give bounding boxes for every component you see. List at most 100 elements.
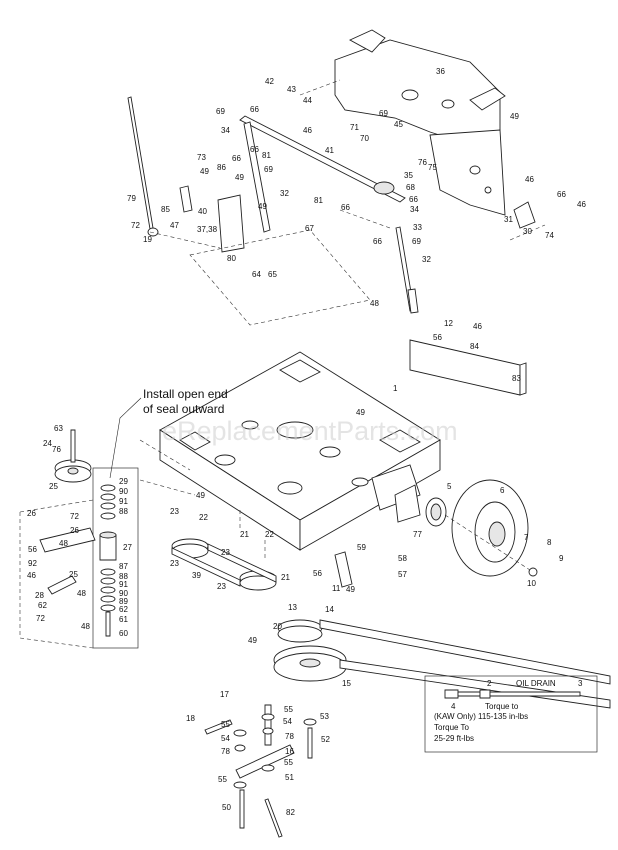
part-callout-c39: 39 <box>192 571 201 580</box>
part-callout-c40: 40 <box>198 207 207 216</box>
part-callout-c64: 64 <box>252 270 261 279</box>
part-callout-c67: 67 <box>305 224 314 233</box>
part-callout-c33: 33 <box>413 223 422 232</box>
part-callout-c23b: 23 <box>170 559 179 568</box>
part-callout-c91a: 91 <box>119 497 128 506</box>
part-callout-c72c: 72 <box>36 614 45 623</box>
part-callout-c69d: 69 <box>412 237 421 246</box>
part-callout-c56a: 56 <box>433 333 442 342</box>
part-callout-c46e: 46 <box>27 571 36 580</box>
part-callout-c80: 80 <box>227 254 236 263</box>
part-callout-c49f: 49 <box>196 491 205 500</box>
part-callout-c55d: 55 <box>218 775 227 784</box>
part-callout-c28: 28 <box>35 591 44 600</box>
part-callout-c48d: 48 <box>81 622 90 631</box>
part-callout-c76b: 76 <box>52 445 61 454</box>
part-callout-c8: 8 <box>547 538 552 547</box>
oil-drain-torque-left-2: 25-29 ft-lbs <box>434 734 474 743</box>
part-callout-c72b: 72 <box>70 512 79 521</box>
part-callout-c78a: 78 <box>285 732 294 741</box>
part-callout-c69c: 69 <box>264 165 273 174</box>
part-callout-c10: 10 <box>527 579 536 588</box>
part-callout-c15: 15 <box>342 679 351 688</box>
part-callout-c9: 9 <box>559 554 564 563</box>
part-callout-c12: 12 <box>444 319 453 328</box>
part-callout-c90a: 90 <box>119 487 128 496</box>
part-callout-c20: 20 <box>273 622 282 631</box>
part-callout-c46d: 46 <box>473 322 482 331</box>
part-callout-c21b: 21 <box>281 573 290 582</box>
part-callout-c56b: 56 <box>28 545 37 554</box>
part-callout-c77: 77 <box>413 530 422 539</box>
part-callout-c22b: 22 <box>265 530 274 539</box>
part-callout-c1: 1 <box>393 384 398 393</box>
oil-drain-callout-3: 3 <box>578 679 583 688</box>
part-callout-c81a: 81 <box>262 151 271 160</box>
part-callout-c34a: 34 <box>221 126 230 135</box>
part-callout-c13: 13 <box>288 603 297 612</box>
part-callout-c78b: 78 <box>221 747 230 756</box>
part-callout-c54a: 54 <box>283 717 292 726</box>
part-callout-c18: 18 <box>186 714 195 723</box>
part-callout-c32a: 32 <box>280 189 289 198</box>
oil-drain-torque-left-1: Torque To <box>434 723 470 732</box>
oil-drain-torque-right-2: 115-135 in-lbs <box>478 712 528 721</box>
part-callout-c61: 61 <box>119 615 128 624</box>
part-callout-c49g: 49 <box>346 585 355 594</box>
part-callout-c81b: 81 <box>314 196 323 205</box>
part-callout-c22a: 22 <box>199 513 208 522</box>
part-callout-c35: 35 <box>404 171 413 180</box>
spindle-assembly <box>19 429 139 649</box>
part-callout-c66g: 66 <box>557 190 566 199</box>
seal-install-note: Install open end of seal outward <box>109 387 228 479</box>
oil-drain-callout-2: 2 <box>487 679 492 688</box>
part-callout-c71: 71 <box>350 123 359 132</box>
part-callout-c23d: 23 <box>217 582 226 591</box>
oil-drain-torque-right-1: Torque to <box>485 702 519 711</box>
part-callout-c88b: 88 <box>119 572 128 581</box>
part-callout-c36: 36 <box>436 67 445 76</box>
upper-frame-bracket <box>127 29 546 326</box>
part-callout-c21a: 21 <box>240 530 249 539</box>
part-callout-c27: 27 <box>123 543 132 552</box>
part-callout-c14: 14 <box>325 605 334 614</box>
part-callout-c62a: 62 <box>119 605 128 614</box>
part-callout-c50: 50 <box>222 803 231 812</box>
part-callout-c49b: 49 <box>200 167 209 176</box>
part-callout-c55b: 55 <box>221 720 230 729</box>
part-callout-c70: 70 <box>360 134 369 143</box>
part-callout-c65: 65 <box>268 270 277 279</box>
part-callout-c59: 59 <box>357 543 366 552</box>
part-callout-c58: 58 <box>398 554 407 563</box>
part-callout-c23a: 23 <box>170 507 179 516</box>
part-callout-c6: 6 <box>500 486 505 495</box>
part-callout-c49a: 49 <box>510 112 519 121</box>
part-callout-c42: 42 <box>265 77 274 86</box>
part-callout-c63: 63 <box>54 424 63 433</box>
part-callout-c46b: 46 <box>525 175 534 184</box>
part-callout-c47: 47 <box>170 221 179 230</box>
part-callout-c55a: 55 <box>284 705 293 714</box>
part-callout-c92: 92 <box>28 559 37 568</box>
part-callout-c57: 57 <box>398 570 407 579</box>
part-callout-c66b: 66 <box>250 145 259 154</box>
part-callout-c90b: 90 <box>119 589 128 598</box>
watermark: eReplacementParts.com <box>162 416 458 446</box>
part-callout-c66a: 66 <box>250 105 259 114</box>
part-callout-c84: 84 <box>470 342 479 351</box>
part-callout-c85: 85 <box>161 205 170 214</box>
part-callout-c88a: 88 <box>119 507 128 516</box>
part-callout-c7: 7 <box>524 533 529 542</box>
part-callout-c48b: 48 <box>59 539 68 548</box>
note-line-1: Install open end <box>143 387 228 401</box>
part-callout-c89: 89 <box>119 597 128 606</box>
part-callout-c41: 41 <box>325 146 334 155</box>
part-callout-c48c: 48 <box>77 589 86 598</box>
part-callout-c83: 83 <box>512 374 521 383</box>
part-callout-c53: 53 <box>320 712 329 721</box>
part-callout-c26a: 26 <box>27 509 36 518</box>
part-callout-c49e: 49 <box>356 408 365 417</box>
part-callout-c68: 68 <box>406 183 415 192</box>
part-callout-c56c: 56 <box>313 569 322 578</box>
